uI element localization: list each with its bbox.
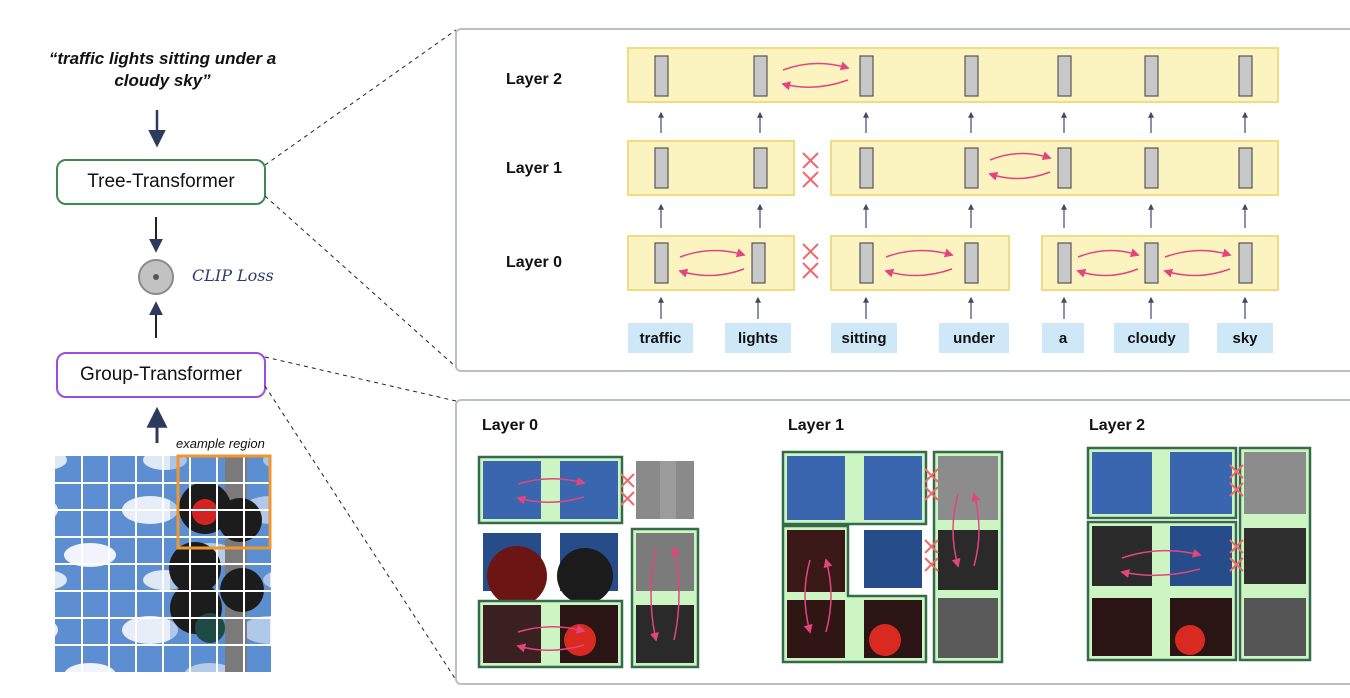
- group-layer-0-cross: [620, 473, 635, 506]
- token-under: under: [939, 323, 1009, 353]
- tree-layer-2-attention: [782, 61, 850, 71]
- group-layer-1-label: Layer 1: [788, 417, 845, 434]
- group-layer-2-cross: [1229, 464, 1244, 572]
- tree-layer-0-attention: [678, 248, 1232, 278]
- tree-layer-1-nodes: [654, 147, 1253, 189]
- tree-transformer-box: Tree-Transformer: [56, 159, 266, 205]
- group-layer-0-label: Layer 0: [482, 417, 539, 434]
- tree-layer-0-nodes: [654, 242, 1253, 284]
- tree-layer-0-group-b: [830, 235, 1010, 291]
- tree-layer-1-label: Layer 1: [506, 160, 563, 177]
- caption-text: “traffic lights sitting under a cloudy s…: [48, 49, 277, 90]
- token-lights: lights: [725, 323, 791, 353]
- tree-layer-1-cross: [802, 152, 819, 188]
- group-layer-1-cross: [924, 468, 939, 572]
- group-layer-1-attention: [803, 492, 981, 634]
- tree-layer-0-label: Layer 0: [506, 254, 563, 271]
- group-layer-2-label: Layer 2: [1089, 417, 1146, 434]
- connector-lines: [264, 29, 457, 681]
- group-layer-2-attention: [1120, 548, 1202, 578]
- token-a: a: [1042, 323, 1084, 353]
- clip-loss-label: CLIP Loss: [192, 266, 274, 285]
- tree-layer-2-group: [627, 47, 1279, 103]
- group-layer-0: [477, 455, 700, 669]
- token-sitting: sitting: [831, 323, 897, 353]
- token-traffic: traffic: [628, 323, 693, 353]
- tree-layer-0-group-a: [627, 235, 795, 291]
- example-region-box: [176, 454, 272, 550]
- example-region-label: example region: [176, 436, 265, 451]
- tree-layer-2-label: Layer 2: [506, 71, 563, 88]
- tree-layer-1-group-a: [627, 140, 795, 196]
- input-image: [55, 454, 272, 672]
- tree-layer-2-nodes: [654, 55, 1253, 97]
- group-layer-0-attention: [516, 476, 680, 653]
- token-sky: sky: [1217, 323, 1273, 353]
- group-transformer-label: Group-Transformer: [80, 364, 242, 385]
- tree-layer-1-attention: [989, 151, 1052, 161]
- token-cloudy: cloudy: [1114, 323, 1189, 353]
- group-transformer-box: Group-Transformer: [56, 352, 266, 398]
- tree-transformer-label: Tree-Transformer: [87, 171, 235, 192]
- group-layer-1: [781, 450, 1004, 664]
- tree-layer-1-group-b: [830, 140, 1279, 196]
- tree-vertical-arrows: [658, 111, 1248, 319]
- group-layer-2: [1086, 446, 1312, 662]
- tree-layer-0-cross: [802, 243, 819, 279]
